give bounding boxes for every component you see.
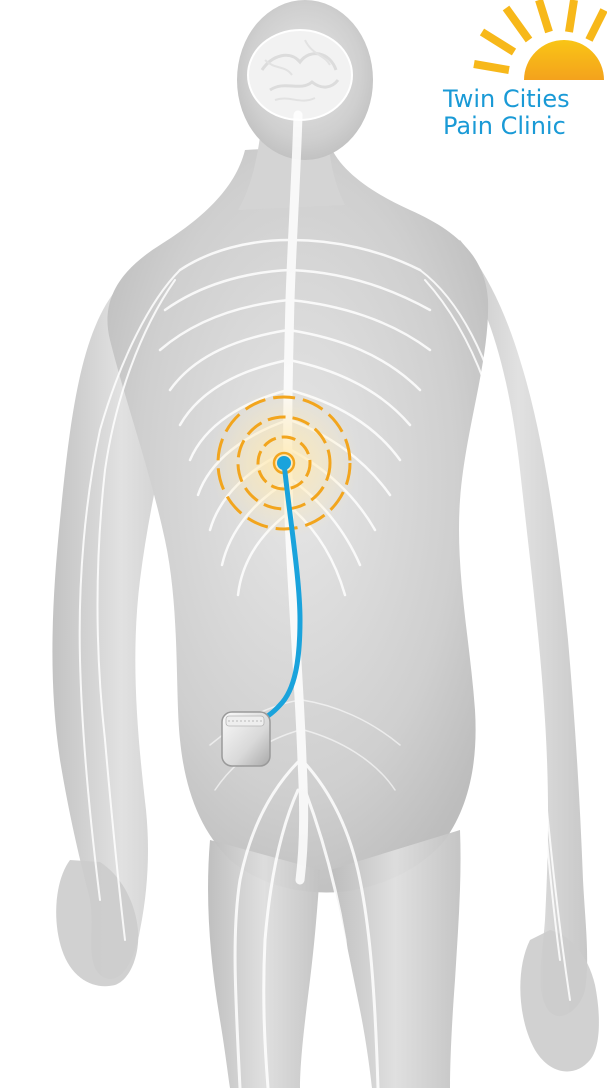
brain <box>248 30 352 120</box>
sun-icon <box>454 0 607 86</box>
human-body-back-view <box>52 0 598 1088</box>
clinic-logo: Twin Cities Pain Clinic <box>440 0 607 160</box>
clinic-name-line1: Twin Cities <box>443 86 607 113</box>
clinic-name-line2: Pain Clinic <box>443 113 607 140</box>
pulse-generator-device <box>222 712 270 766</box>
right-leg <box>330 830 461 1088</box>
lead-electrode-tip <box>277 456 291 470</box>
clinic-name: Twin Cities Pain Clinic <box>443 86 607 140</box>
